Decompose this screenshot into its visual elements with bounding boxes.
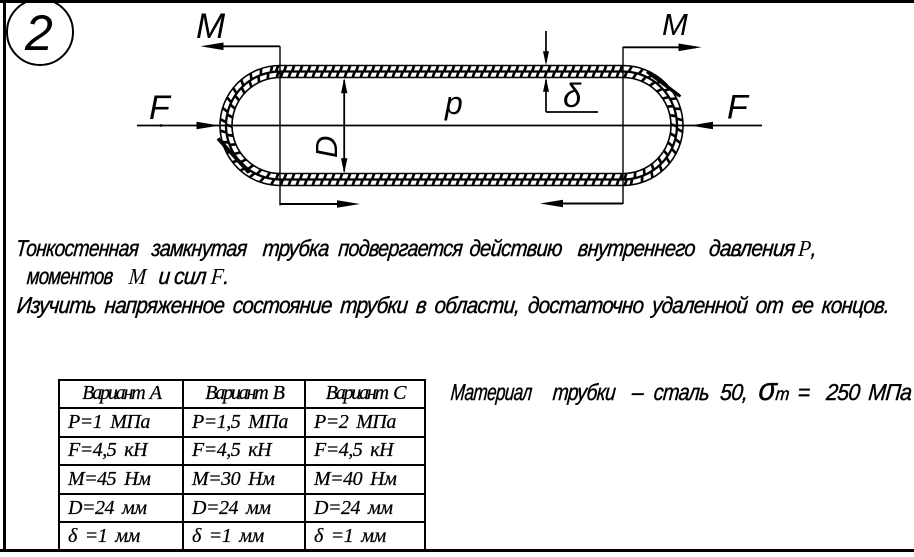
svg-text:M: M [662, 7, 688, 42]
svg-text:p: p [444, 85, 463, 121]
svg-text:δ: δ [563, 77, 582, 114]
svg-text:F: F [149, 89, 172, 127]
svg-text:D: D [309, 136, 344, 158]
svg-text:F: F [727, 89, 750, 127]
svg-text:M: M [196, 7, 226, 46]
